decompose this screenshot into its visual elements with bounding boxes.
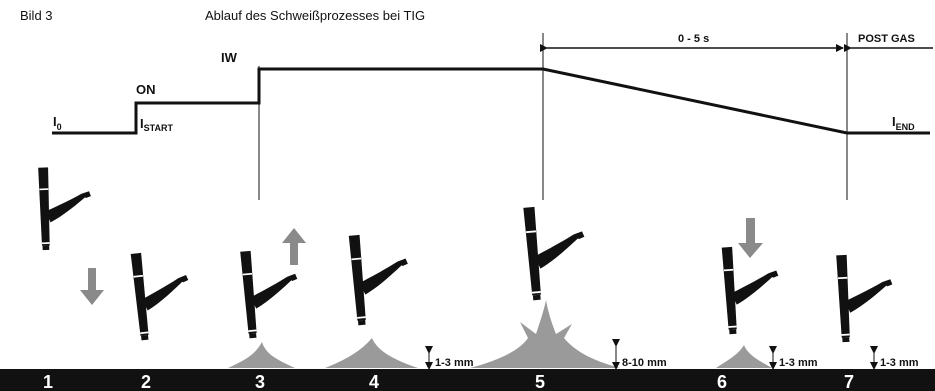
down-arrow-1 — [80, 268, 104, 305]
on-label: ON — [136, 82, 156, 97]
spark-6 — [716, 345, 772, 368]
torch-5 — [523, 202, 590, 301]
iw-label: IW — [221, 50, 238, 65]
step-7: 7 — [844, 372, 854, 391]
step-5: 5 — [535, 372, 545, 391]
gap-label-4: 1-3 mm — [435, 357, 474, 369]
step-6: 6 — [717, 372, 727, 391]
spark-4 — [325, 338, 418, 368]
i0-label: I0 — [53, 114, 62, 132]
torch-4 — [348, 230, 413, 326]
figure-number: Bild 3 — [20, 8, 53, 23]
gap-label-5: 8-10 mm — [622, 357, 667, 369]
iend-label: IEND — [892, 114, 915, 132]
downslope-label: 0 - 5 s — [678, 33, 709, 45]
step-2: 2 — [141, 372, 151, 391]
step-3: 3 — [255, 372, 265, 391]
spark-3 — [228, 342, 295, 368]
gap-marker-6: 1-3 mm — [769, 346, 818, 370]
torch-1 — [38, 165, 93, 251]
current-curve — [52, 67, 930, 135]
step-4: 4 — [369, 372, 379, 391]
torch-6 — [721, 243, 783, 335]
up-arrow-3 — [282, 228, 306, 265]
gap-marker-5: 8-10 mm — [612, 339, 667, 370]
gap-label-7: 1-3 mm — [880, 357, 919, 369]
step-1: 1 — [43, 372, 53, 391]
step-bar — [0, 369, 935, 391]
figure-title: Ablauf des Schweißprozesses bei TIG — [205, 8, 426, 23]
istart-label: ISTART — [140, 116, 173, 133]
spark-5 — [470, 300, 620, 368]
post-gas-label: POST GAS — [858, 33, 915, 45]
gap-marker-7: 1-3 mm — [870, 346, 919, 370]
gap-marker-4: 1-3 mm — [425, 346, 474, 370]
down-arrow-6 — [738, 218, 763, 258]
torch-2 — [130, 248, 195, 341]
gap-label-6: 1-3 mm — [779, 357, 818, 369]
torch-7 — [836, 252, 896, 343]
